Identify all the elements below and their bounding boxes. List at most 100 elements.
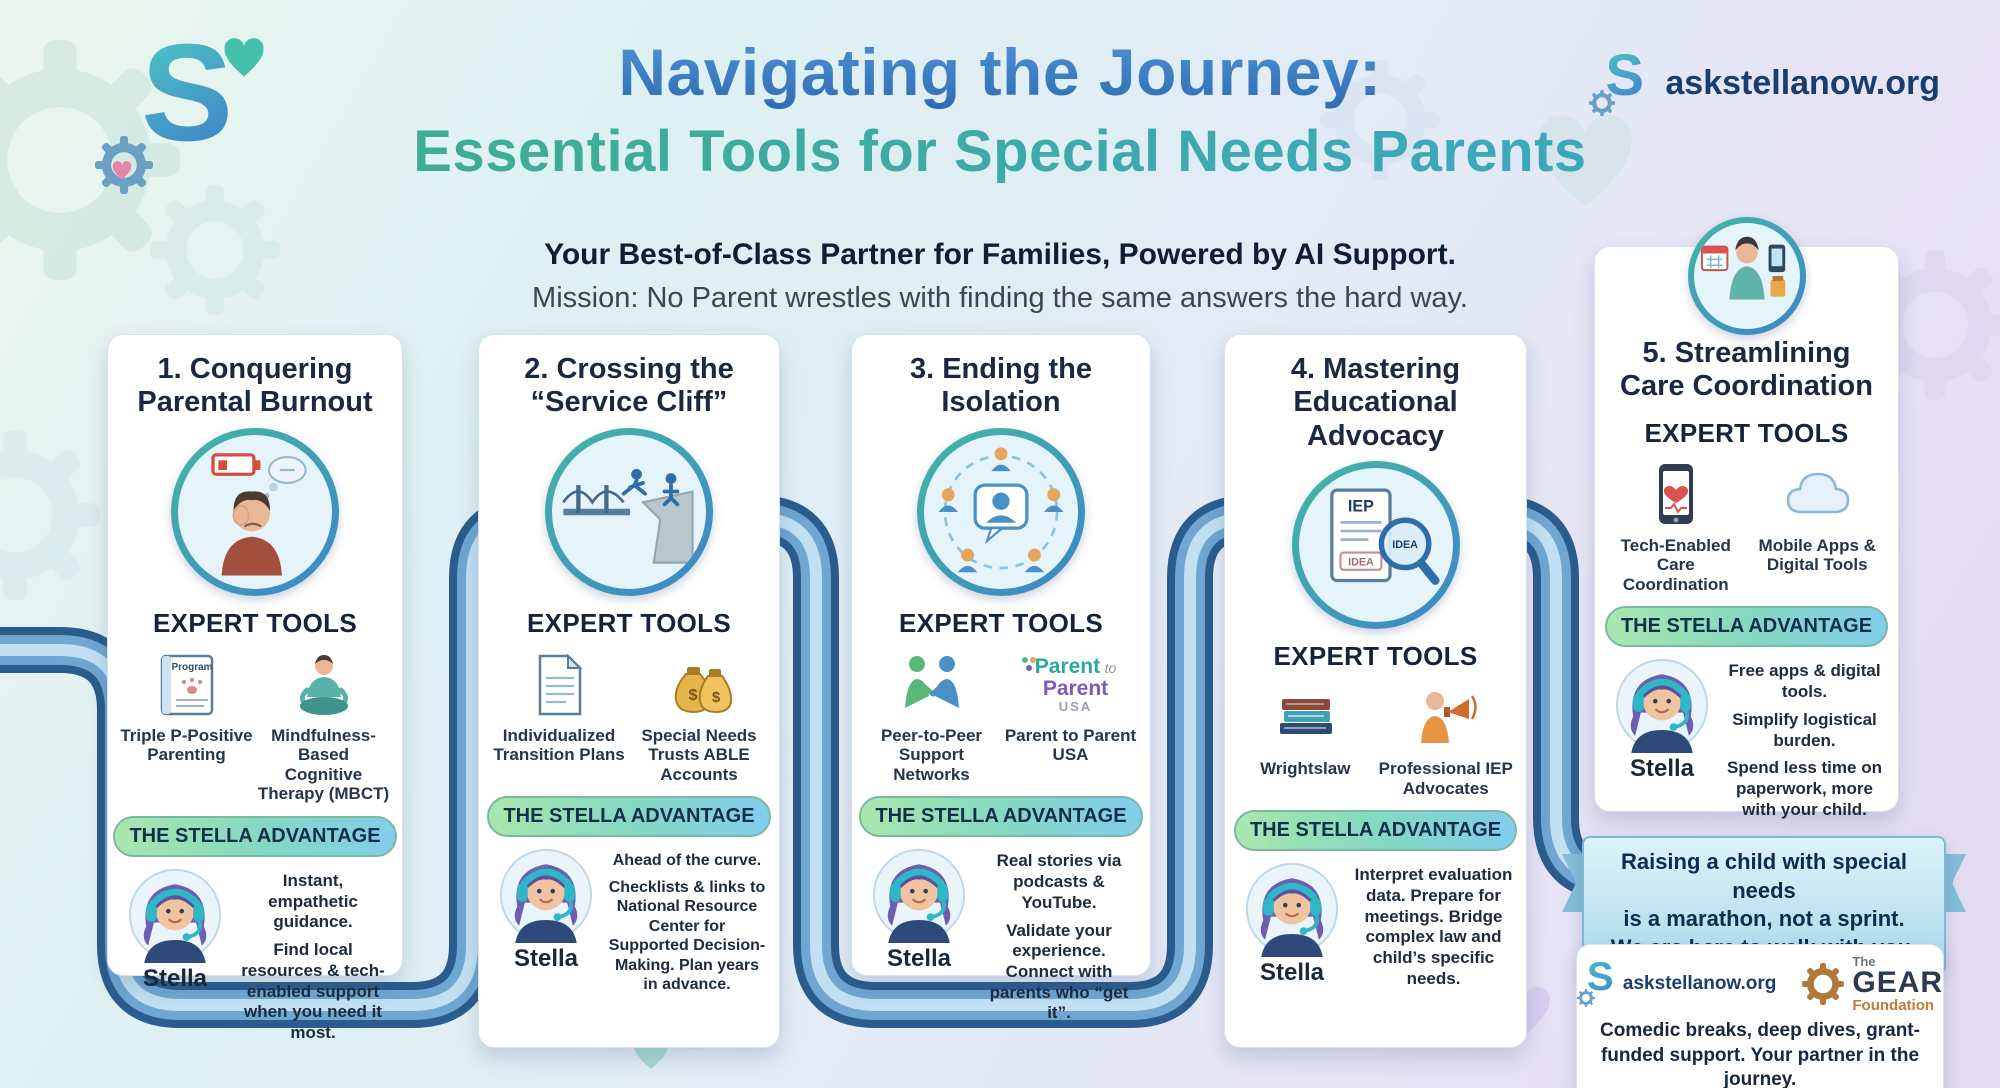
tool-special-needs-trusts-able-accounts: $ $ Special Needs Trusts ABLE Accounts [631, 647, 767, 785]
stella-advantage-content: Stella Interpret evaluation data. Prepar… [1237, 861, 1514, 989]
stella-advantage-content: Stella Ahead of the curve. Checklists & … [491, 847, 767, 995]
card-crossing-service-cliff: 2. Crossing the “Service Cliff” EXPERT T… [478, 334, 780, 1048]
tool-individualized-transition-plans: Individualized Transition Plans [491, 647, 627, 785]
tool-peer-to-peer-support-networks: Peer-to-Peer Support Networks [864, 647, 999, 785]
burnout-illustration [171, 427, 339, 596]
stella-advantage-content: Stella Real stories via podcasts & YouTu… [864, 847, 1138, 1024]
stella-name: Stella [886, 945, 952, 973]
advantage-text-line: Simplify logistical burden. [1732, 709, 1877, 750]
card-title: 2. Crossing the “Service Cliff” [524, 353, 734, 419]
subtitle: Your Best-of-Class Partner for Families,… [544, 238, 1456, 271]
card-streamlining-care-coordination: 5. Streamlining Care Coordination EXPERT… [1594, 217, 1899, 819]
stella-name: Stella [142, 964, 208, 992]
tool-label: Special Needs Trusts ABLE Accounts [641, 725, 757, 784]
tool-label: Peer-to-Peer Support Networks [880, 725, 983, 784]
phone-health-icon [1641, 457, 1711, 533]
tool-label: Tech-Enabled Care Coordination [1620, 535, 1731, 594]
tool-label: Triple P-Positive Parenting [120, 725, 253, 765]
stella-name: Stella [1629, 755, 1695, 783]
iep-advocacy-illustration: IEP IDEA IDEA [1291, 461, 1460, 630]
partners-tagline: Comedic breaks, deep dives, grant-funded… [1600, 1020, 1920, 1088]
mission-statement: Mission: No Parent wrestles with finding… [532, 282, 1468, 314]
title-line-2: Essential Tools for Special Needs Parent… [0, 118, 2000, 185]
partners-panel: S askstellanow.org The GEAR Foundation C… [1576, 944, 1944, 1088]
support-network-icon [938, 447, 1064, 572]
cloud-icon [1782, 457, 1852, 533]
money-bags-icon: $ $ [664, 647, 734, 723]
brand-lockup: S askstellanow.org [1589, 43, 1940, 118]
advocate-megaphone-icon [1411, 680, 1481, 756]
gear-icon [1802, 963, 1844, 1005]
transition-plan-document-icon [524, 647, 594, 723]
advantage-text-line: Free apps & digital tools. [1728, 661, 1881, 702]
askstellanow-logo: S askstellanow.org [1577, 955, 1777, 1007]
gear-foundation-logo: The GEAR Foundation [1802, 955, 1943, 1013]
isolation-network-illustration [917, 427, 1085, 596]
stella-logo-small: S [1589, 43, 1653, 118]
logo-letter: S [1605, 43, 1645, 108]
svg-text:$: $ [689, 687, 698, 704]
ribbon-text-line: Raising a child with special needs [1620, 849, 1908, 903]
law-books-icon [1270, 680, 1340, 756]
peer-handshake-icon [897, 647, 967, 723]
tools-row: Peer-to-Peer Support Networks Parent to … [864, 647, 1138, 785]
meditation-icon [289, 647, 359, 723]
footer-brand-url: askstellanow.org [1622, 973, 1777, 994]
logo-letter: S [141, 17, 233, 170]
tool-label: Mobile Apps & Digital Tools [1758, 535, 1876, 575]
advantage-text-line: Interpret evaluation data. Prepare for m… [1354, 865, 1513, 988]
stella-advantage-content: Stella Free apps & digital tools. Simpli… [1607, 657, 1886, 820]
tool-mobile-apps-digital-tools: Mobile Apps & Digital Tools [1749, 457, 1887, 595]
tool-parent-to-parent-usa: Parent to Parent USA Parent to Parent US… [1003, 647, 1138, 785]
card-ending-the-isolation: 3. Ending the Isolation EXPERT TOOLS [851, 334, 1151, 1022]
iep-document-magnifier-icon: IEP IDEA IDEA [1329, 488, 1440, 585]
stella-avatar [1244, 861, 1340, 957]
stella-name: Stella [513, 945, 579, 973]
stella-advantage-badge: THE STELLA ADVANTAGE [487, 796, 771, 838]
parent-to-parent-usa-logo: Parent to Parent USA [1021, 655, 1116, 714]
svg-text:IDEA: IDEA [1348, 556, 1374, 568]
tool-label: Wrightslaw [1260, 759, 1351, 779]
card-mastering-educational-advocacy: 4. Mastering Educational Advocacy IEP ID… [1224, 334, 1527, 1048]
svg-text:$: $ [712, 689, 721, 706]
card-conquering-parental-burnout: 1. Conquering Parental Burnout EXPERT TO… [107, 334, 403, 1042]
advantage-text-line: Ahead of the curve. [612, 852, 762, 870]
advantage-text-line: Spend less time on paperwork, more with … [1727, 758, 1882, 819]
tool-mbct: Mindfulness-Based Cognitive Therapy (MBC… [257, 647, 390, 804]
card-title: 4. Mastering Educational Advocacy [1290, 353, 1461, 452]
stella-avatar [1614, 657, 1710, 753]
stella-avatar [127, 867, 223, 963]
stella-advantage-badge: THE STELLA ADVANTAGE [1233, 810, 1518, 852]
stella-name: Stella [1259, 959, 1325, 987]
stella-advantage-badge: THE STELLA ADVANTAGE [1604, 606, 1889, 648]
tool-label: Mindfulness-Based Cognitive Therapy (MBC… [257, 725, 390, 804]
ribbon-text-line: is a marathon, not a sprint. [1623, 906, 1905, 932]
expert-tools-heading: EXPERT TOOLS [153, 607, 357, 638]
tool-tech-enabled-care-coordination: Tech-Enabled Care Coordination [1607, 457, 1745, 595]
tools-row: Individualized Transition Plans $ $ Spec… [491, 647, 767, 785]
page-title: Navigating the Journey: Essential Tools … [0, 34, 2000, 185]
advantage-text-line: Validate your experience. Connect with p… [989, 920, 1129, 1023]
tool-professional-iep-advocates: Professional IEP Advocates [1378, 680, 1515, 798]
card-title: 1. Conquering Parental Burnout [137, 353, 373, 419]
expert-tools-heading: EXPERT TOOLS [899, 607, 1103, 638]
tool-label: Professional IEP Advocates [1378, 759, 1513, 798]
tools-row: Program Triple P-Positive Parenting [120, 647, 390, 804]
stella-avatar [498, 847, 594, 943]
advantage-text-line: Real stories via podcasts & YouTube. [996, 851, 1122, 912]
stella-advantage-content: Stella Instant, empathetic guidance. Fin… [120, 867, 390, 1044]
stella-advantage-badge: THE STELLA ADVANTAGE [859, 796, 1143, 838]
svg-text:IEP: IEP [1347, 498, 1373, 516]
stella-advantage-badge: THE STELLA ADVANTAGE [113, 815, 397, 857]
bridge-cliff-icon [562, 468, 694, 564]
tools-row: Tech-Enabled Care Coordination Mobile Ap… [1607, 457, 1886, 595]
tools-row: Wrightslaw Professional IEP Advocates [1237, 680, 1514, 798]
tool-wrightslaw: Wrightslaw [1237, 680, 1374, 798]
logo-letter: S [1586, 955, 1614, 999]
stella-avatar [871, 847, 967, 943]
care-coordination-illustration [1687, 217, 1806, 335]
tool-label: Individualized Transition Plans [493, 725, 625, 765]
expert-tools-heading: EXPERT TOOLS [1273, 641, 1478, 672]
